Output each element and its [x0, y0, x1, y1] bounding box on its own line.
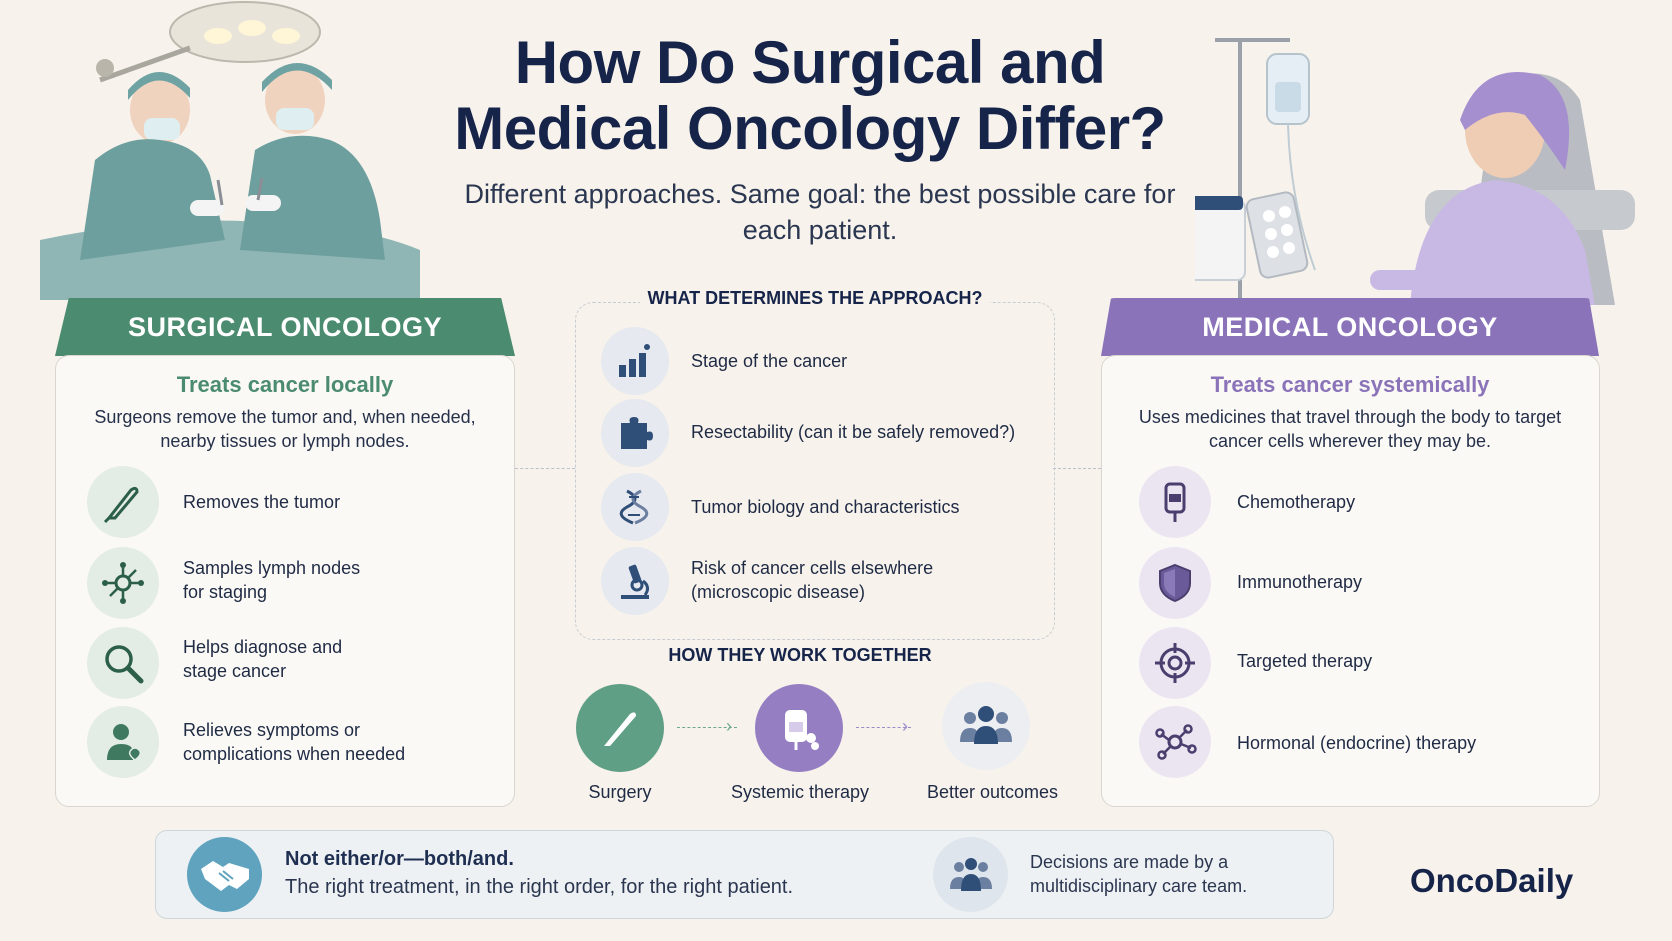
microscope-icon: [601, 547, 669, 615]
bottom-banner: [155, 830, 1334, 919]
patient-heart-icon: [87, 706, 159, 778]
dna-icon: [601, 473, 669, 541]
determinant-label: Stage of the cancer: [691, 351, 848, 371]
scalpel-icon: [87, 466, 159, 538]
care-team-icon: [933, 837, 1008, 912]
flow-step-label: Systemic therapy: [730, 782, 870, 802]
surgeons-illustration: [40, 0, 420, 300]
page-subtitle: Different approaches. Same goal: the bes…: [464, 179, 1176, 245]
together-heading: HOW THEY WORK TOGETHER: [668, 645, 932, 665]
surgical-description: Surgeons remove the tumor and, when need…: [94, 407, 476, 451]
scalpel-icon: [576, 684, 664, 772]
arrow-right-icon: ›: [726, 716, 732, 736]
surgical-item-label: Relieves symptoms or complications when …: [183, 720, 406, 764]
surgical-item-label: Removes the tumor: [183, 492, 341, 512]
determinant-label: Tumor biology and characteristics: [691, 497, 960, 517]
both-and-heading: Not either/or—both/and.: [285, 848, 514, 870]
care-team-text: Decisions are made by a multidisciplinar…: [1030, 852, 1248, 896]
connector-line: [1053, 468, 1101, 469]
determinant-label: Risk of cancer cells elsewhere (microsco…: [691, 558, 934, 602]
magnifier-icon: [87, 627, 159, 699]
arrow-line: [856, 727, 911, 728]
puzzle-icon: [601, 399, 669, 467]
shield-icon: [1139, 547, 1211, 619]
surgical-item-label: Helps diagnose and stage cancer: [183, 637, 343, 681]
surgical-oncology-tab: SURGICAL ONCOLOGY: [55, 298, 515, 356]
bar-chart-icon: [601, 327, 669, 395]
connector-line: [515, 468, 575, 469]
medical-item-label: Immunotherapy: [1237, 572, 1363, 592]
medical-item-label: Hormonal (endocrine) therapy: [1237, 733, 1477, 753]
medical-item-label: Targeted therapy: [1237, 651, 1373, 671]
handshake-icon: [187, 837, 262, 912]
page-title: How Do Surgical and Medical Oncology Dif…: [360, 30, 1260, 162]
medical-item-label: Chemotherapy: [1237, 492, 1356, 512]
medical-heading: Treats cancer systemically: [1210, 372, 1490, 397]
target-icon: [1139, 627, 1211, 699]
arrow-line: [677, 727, 737, 728]
title-line-1: How Do Surgical and: [514, 29, 1106, 96]
brand-logo: OncoDaily: [1410, 862, 1574, 899]
medical-oncology-tab: MEDICAL ONCOLOGY: [1101, 298, 1599, 356]
flow-step-label: Better outcomes: [926, 782, 1059, 802]
determinant-label: Resectability (can it be safely removed?…: [691, 422, 1016, 442]
surgical-item-label: Samples lymph nodes for staging: [183, 558, 361, 602]
patient-infusion-illustration: [1195, 20, 1635, 305]
title-line-2: Medical Oncology Differ?: [454, 95, 1166, 162]
lymph-node-icon: [87, 547, 159, 619]
molecule-icon: [1139, 706, 1211, 778]
both-and-text: The right treatment, in the right order,…: [285, 876, 794, 898]
medical-description: Uses medicines that travel through the b…: [1138, 407, 1562, 451]
iv-bag-icon: [1139, 466, 1211, 538]
surgical-heading: Treats cancer locally: [176, 372, 394, 397]
iv-bag-icon: [755, 684, 843, 772]
determinants-heading: WHAT DETERMINES THE APPROACH?: [640, 288, 990, 309]
flow-step-label: Surgery: [588, 782, 652, 802]
people-icon: [942, 682, 1030, 770]
arrow-right-icon: ›: [902, 716, 908, 736]
